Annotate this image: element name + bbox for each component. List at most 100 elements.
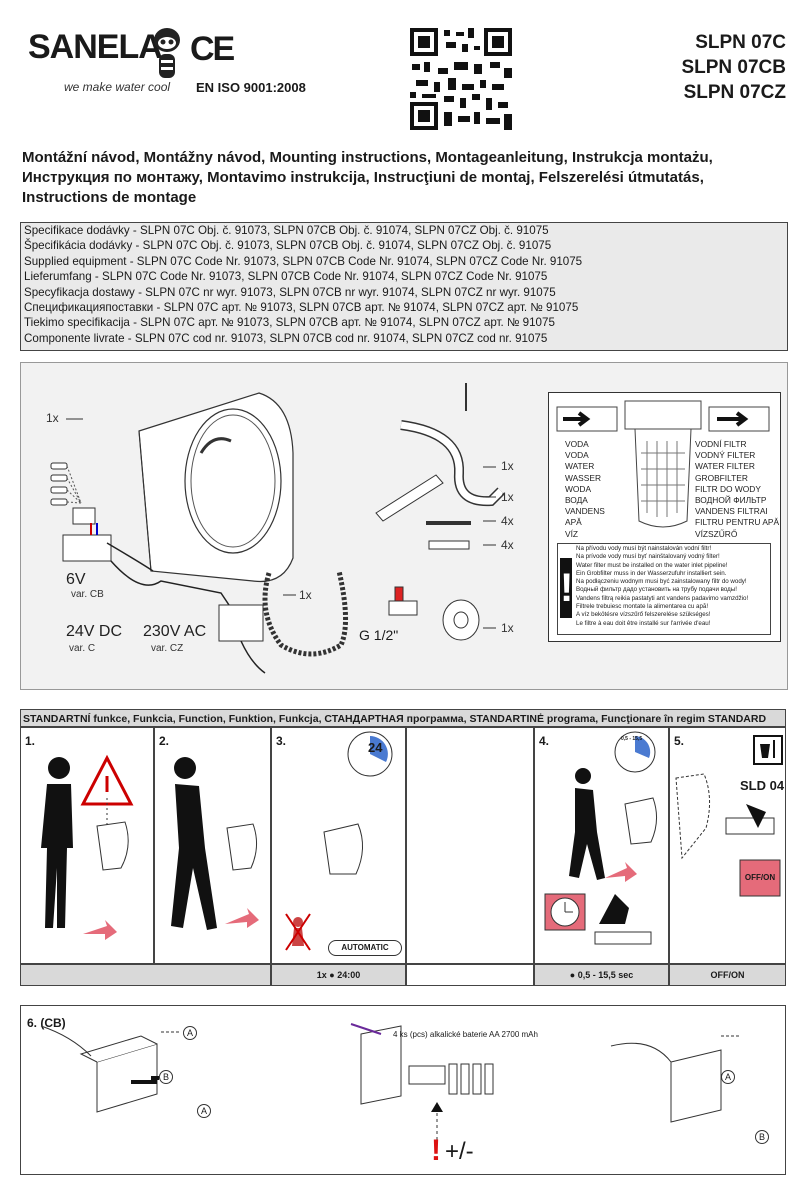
- ce-mark: CE: [190, 30, 235, 68]
- filter-right-label: VÍZSZŰRŐ: [695, 528, 738, 539]
- spec-row: Specyfikacja dostawy - SLPN 07C nr wyr. …: [21, 285, 787, 300]
- step-number: 1.: [25, 734, 36, 748]
- warning-line: Water filter must be installed on the wa…: [576, 561, 728, 569]
- sld-label: SLD 04: [740, 778, 785, 793]
- automatic-flush-illustration: [285, 731, 393, 951]
- warning-line: Ein Grobfilter muss in der Wasserzufuhr …: [576, 569, 727, 577]
- spec-label: Specifikace dodávky: [24, 224, 130, 237]
- filter-right-label: GROBFILTER: [695, 472, 748, 483]
- title-line: Инструкция по монтажу, Montavimo instruk…: [22, 169, 704, 186]
- step-number: 3.: [276, 734, 287, 748]
- spec-row: Špecifikácia dodávky - SLPN 07C Obj. č. …: [21, 238, 787, 253]
- filter-left-label: ВОДА: [565, 495, 588, 506]
- spec-text: - SLPN 07C Obj. č. 91073, SLPN 07CB Obj.…: [129, 224, 549, 237]
- step-number: 4.: [539, 734, 550, 748]
- footer-step-4: ● 0,5 - 15,5 sec: [534, 964, 669, 986]
- sanela-logo: SANELA: [28, 28, 163, 67]
- footer-step-3: 1x ● 24:00: [271, 964, 406, 986]
- filter-left-label: APĂ: [565, 517, 582, 528]
- qty-label: 4x: [501, 538, 514, 552]
- cleaning-mode-illustration: [675, 735, 783, 897]
- step-panel-5: 5. SLD 04 OFF/ON: [669, 727, 786, 964]
- spec-text: - SLPN 07C арт. № 91073, SLPN 07CB арт. …: [129, 316, 555, 330]
- filter-right-label: VODNÝ FILTER: [695, 450, 756, 461]
- person-walking-icon: [171, 757, 259, 930]
- range-label: 0,5 - 15,5: [621, 736, 643, 742]
- parts-illustration: [50, 383, 505, 674]
- footer-time: 24:00: [337, 970, 361, 980]
- footer-blank: [20, 964, 271, 986]
- callout-a: A: [721, 1070, 735, 1084]
- title-line: Montážní návod, Montážny návod, Mounting…: [22, 149, 713, 166]
- spec-label: Спецификацияпоставки: [24, 301, 154, 315]
- filter-left-label: VODA: [565, 450, 589, 461]
- variant-c: var. C: [69, 643, 96, 654]
- filter-right-label: FILTRU PENTRU APĂ: [695, 517, 780, 528]
- warning-line: Le filtre à eau doit être installé sur l…: [576, 619, 711, 627]
- standard-function-header: STANDARTNÍ funkce, Funkcia, Function, Fu…: [20, 709, 786, 727]
- spec-label: Špecifikácia dodávky: [24, 239, 133, 253]
- polarity-label: +/-: [445, 1138, 474, 1165]
- filter-right-label: VODNÍ FILTR: [695, 439, 747, 449]
- filter-right-labels: VODNÍ FILTR VODNÝ FILTER WATER FILTER GR…: [695, 439, 779, 540]
- qty-label: 1x: [46, 411, 59, 425]
- spec-text: - SLPN 07C Code Nr. 91073, SLPN 07CB Cod…: [126, 254, 583, 268]
- water-drop-icon: ●: [329, 970, 335, 980]
- spec-row: Specifikace dodávky - SLPN 07C Obj. č. 9…: [21, 223, 787, 238]
- variant-cb: var. CB: [71, 589, 104, 600]
- footer-duration: 0,5 - 15,5 sec: [577, 970, 634, 980]
- warning-exclamation: !: [431, 1134, 441, 1167]
- callout-a: A: [183, 1026, 197, 1040]
- warning-line: Водный фильтр дадо установить на трубу п…: [576, 586, 737, 594]
- qr-code-icon[interactable]: [410, 28, 512, 130]
- model-cz: SLPN 07CZ: [683, 82, 786, 103]
- spec-row: Supplied equipment - SLPN 07C Code Nr. 9…: [21, 254, 787, 269]
- battery-spec: 4 ks (pcs) alkalické baterie AA 2700 mAh: [393, 1030, 538, 1039]
- filter-left-label: WODA: [565, 483, 592, 494]
- callout-b: B: [755, 1130, 769, 1144]
- model-list: SLPN 07C SLPN 07CB SLPN 07CZ: [681, 30, 786, 105]
- tagline: we make water cool: [64, 80, 171, 94]
- filter-right-label: VANDENS FILTRAI: [695, 506, 768, 517]
- clock-24-label: 24: [368, 740, 383, 755]
- title-line: Instructions de montage: [22, 189, 197, 206]
- warning-line: Filtrele trebuiesc montate la alimentare…: [576, 603, 709, 611]
- filter-left-labels: VODA VODA WATER WASSER WODA ВОДА VANDENS…: [565, 439, 605, 540]
- flush-duration-illustration: [544, 731, 657, 945]
- raccoon-mascot-icon: [154, 28, 180, 78]
- filter-right-label: ВОДНОЙ ФИЛЬТР: [695, 495, 767, 506]
- water-drop-icon: ●: [569, 970, 576, 980]
- qty-label: 1x: [501, 459, 514, 473]
- page-title: Montážní návod, Montážny návod, Mounting…: [22, 148, 792, 208]
- offon-button: OFF/ON: [744, 873, 776, 882]
- filter-left-label: VÍZ: [565, 528, 579, 539]
- qty-label: 4x: [501, 514, 514, 528]
- spec-label: Specyfikacja dostawy: [24, 285, 135, 299]
- footer-blank-2: [406, 964, 534, 986]
- warning-line: Vandens filtrą reikia pastatyti ant vand…: [576, 594, 749, 602]
- callout-a: A: [197, 1104, 211, 1118]
- spec-label: Lieferumfang: [24, 270, 95, 284]
- filter-warning-box: ! Na přívodu vody musí být nainstalován …: [557, 543, 771, 635]
- spec-text: - SLPN 07C Obj. č. 91073, SLPN 07CB Obj.…: [132, 239, 552, 253]
- step-panel-3: 3. 24 AUTOMATIC: [271, 727, 406, 964]
- warning-line: A víz bekötésre vízszűrő felszerelése sz…: [576, 611, 711, 619]
- battery-section: 6. (CB) 4 ks (pcs) alkalické baterie AA …: [20, 1005, 786, 1175]
- spec-text: - SLPN 07C Code Nr. 91073, SLPN 07CB Cod…: [94, 270, 548, 284]
- filter-right-label: FILTR DO WODY: [695, 483, 761, 494]
- qty-label: 1x: [501, 621, 514, 635]
- model-cb: SLPN 07CB: [681, 57, 786, 78]
- filter-left-label: VANDENS: [565, 506, 605, 517]
- step-number: 2.: [159, 734, 170, 748]
- iso-certification: EN ISO 9001:2008: [196, 80, 306, 95]
- filter-left-label: WASSER: [565, 472, 601, 483]
- step-panel-2: 2.: [154, 727, 271, 964]
- spec-label: Supplied equipment: [24, 254, 127, 268]
- step-panel-4: 4. 0,5 - 15,5: [534, 727, 669, 964]
- step-panel-1: 1.: [20, 727, 154, 964]
- voltage-230v: 230V AC: [143, 623, 207, 640]
- spec-row: Tiekimo specifikacija - SLPN 07C арт. № …: [21, 315, 787, 330]
- footer-qty: 1x: [316, 970, 327, 980]
- warning-text: Na přívodu vody musí být nainstalován vo…: [576, 545, 768, 628]
- filter-left-label: WATER: [565, 461, 595, 472]
